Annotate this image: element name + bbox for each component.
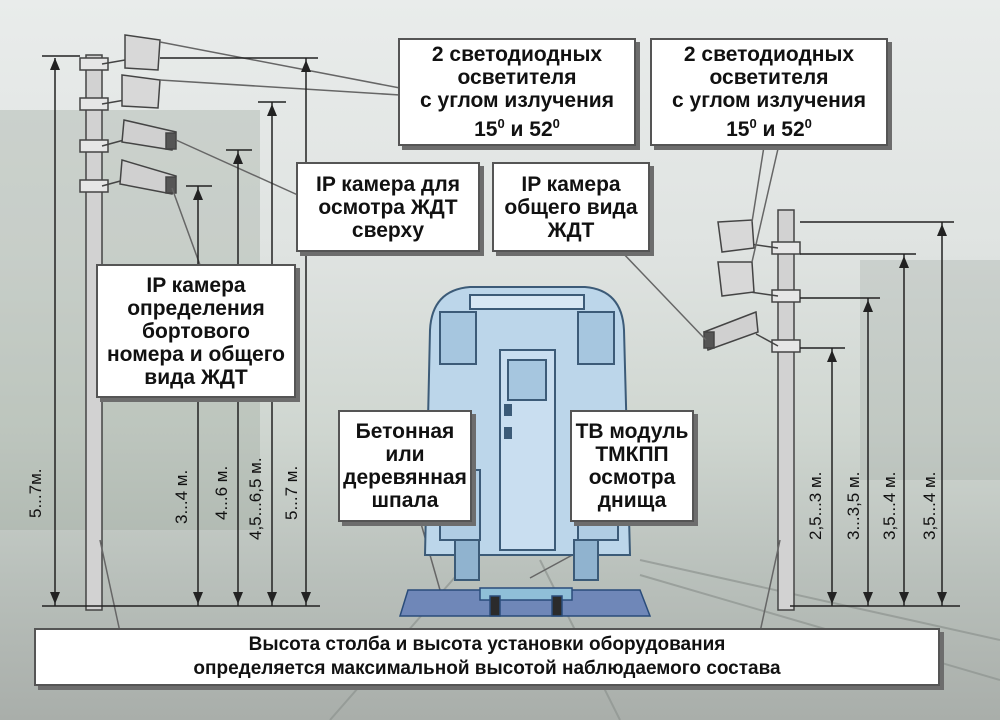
left-dimension-arrows — [50, 58, 311, 604]
callout-line: осмотра ЖДТ — [318, 195, 458, 219]
dim-label-left-3: 4,5...6,5 м. — [246, 457, 265, 540]
callout-line: IP камера — [521, 172, 621, 196]
callout-line: 2 светодиодных — [431, 43, 603, 66]
dim-label-right-1: 3...3,5 м. — [844, 471, 863, 540]
callout-line: ТМКПП — [595, 443, 669, 466]
callout-line: или — [385, 443, 425, 466]
right-illuminator-2 — [717, 261, 779, 297]
right-pole-clamps — [771, 241, 801, 353]
dim-label-left-1: 3...4 м. — [172, 469, 191, 524]
right-illuminator-1 — [717, 219, 779, 253]
dim-label-right-2: 3,5...4 м. — [880, 471, 899, 540]
callout-line: IP камера — [146, 273, 246, 297]
callout-camera-general: IP камера общего вида ЖДТ — [492, 162, 650, 252]
track-sleeper — [398, 587, 652, 617]
callout-line: шпала — [371, 489, 439, 512]
callout-line: номера и общего — [106, 342, 286, 366]
callout-line: определения — [127, 296, 265, 320]
callout-line: осветителя — [457, 66, 577, 89]
callout-line: Высота столба и высота установки оборудо… — [248, 634, 726, 655]
callout-camera-number: IP камера определения бортового номера и… — [96, 264, 296, 398]
callout-line: бортового — [142, 319, 250, 343]
callout-line: общего вида — [504, 195, 638, 219]
rails — [329, 559, 1000, 720]
callout-tv-module: ТВ модуль ТМКПП осмотра днища — [570, 410, 694, 522]
callout-line: с углом излучения — [672, 89, 866, 112]
left-pole-clamps — [79, 57, 109, 193]
callout-illuminators-left: 2 светодиодных осветителя с углом излуче… — [398, 38, 636, 146]
callout-line: осветителя — [709, 66, 829, 89]
callout-line: определяется максимальной высотой наблюд… — [193, 658, 781, 679]
callout-sleeper: Бетонная или деревянная шпала — [338, 410, 472, 522]
callout-line: 150 и 520 — [726, 116, 812, 141]
callout-line: 2 светодиодных — [683, 43, 855, 66]
dim-label-left-0: 5...7м. — [26, 468, 45, 519]
dim-label-right-0: 2,5...3 м. — [806, 471, 825, 540]
right-dimension-arrows — [827, 224, 947, 604]
callout-line: IP камера для — [316, 172, 460, 196]
callout-line: днища — [597, 489, 667, 512]
dim-label-left-2: 4...6 м. — [212, 465, 231, 520]
callout-line: сверху — [351, 218, 425, 242]
left-camera-number — [101, 159, 177, 195]
callout-line: осмотра — [588, 466, 676, 489]
callout-camera-top: IP камера для осмотра ЖДТ сверху — [296, 162, 480, 252]
callout-line: Бетонная — [355, 420, 455, 443]
right-dimension-lines — [790, 221, 960, 607]
left-camera-top — [101, 119, 177, 151]
left-illuminator-2 — [101, 74, 161, 109]
callout-bottom-note: Высота столба и высота установки оборудо… — [34, 628, 940, 686]
callout-line: ТВ модуль — [575, 420, 689, 443]
right-pole — [777, 209, 795, 611]
callout-line: ЖДТ — [547, 218, 595, 242]
callout-line: вида ЖДТ — [144, 365, 248, 389]
callout-illuminators-right: 2 светодиодных осветителя с углом излуче… — [650, 38, 888, 146]
callout-line: деревянная — [343, 466, 467, 489]
dim-label-left-4: 5...7 м. — [282, 465, 301, 520]
leader-lines — [99, 41, 781, 633]
callout-line: 150 и 520 — [474, 116, 560, 141]
left-illuminator-1 — [101, 34, 161, 71]
dim-label-right-3: 3,5...4 м. — [920, 471, 939, 540]
right-camera-general — [703, 310, 779, 351]
callout-line: с углом излучения — [420, 89, 614, 112]
